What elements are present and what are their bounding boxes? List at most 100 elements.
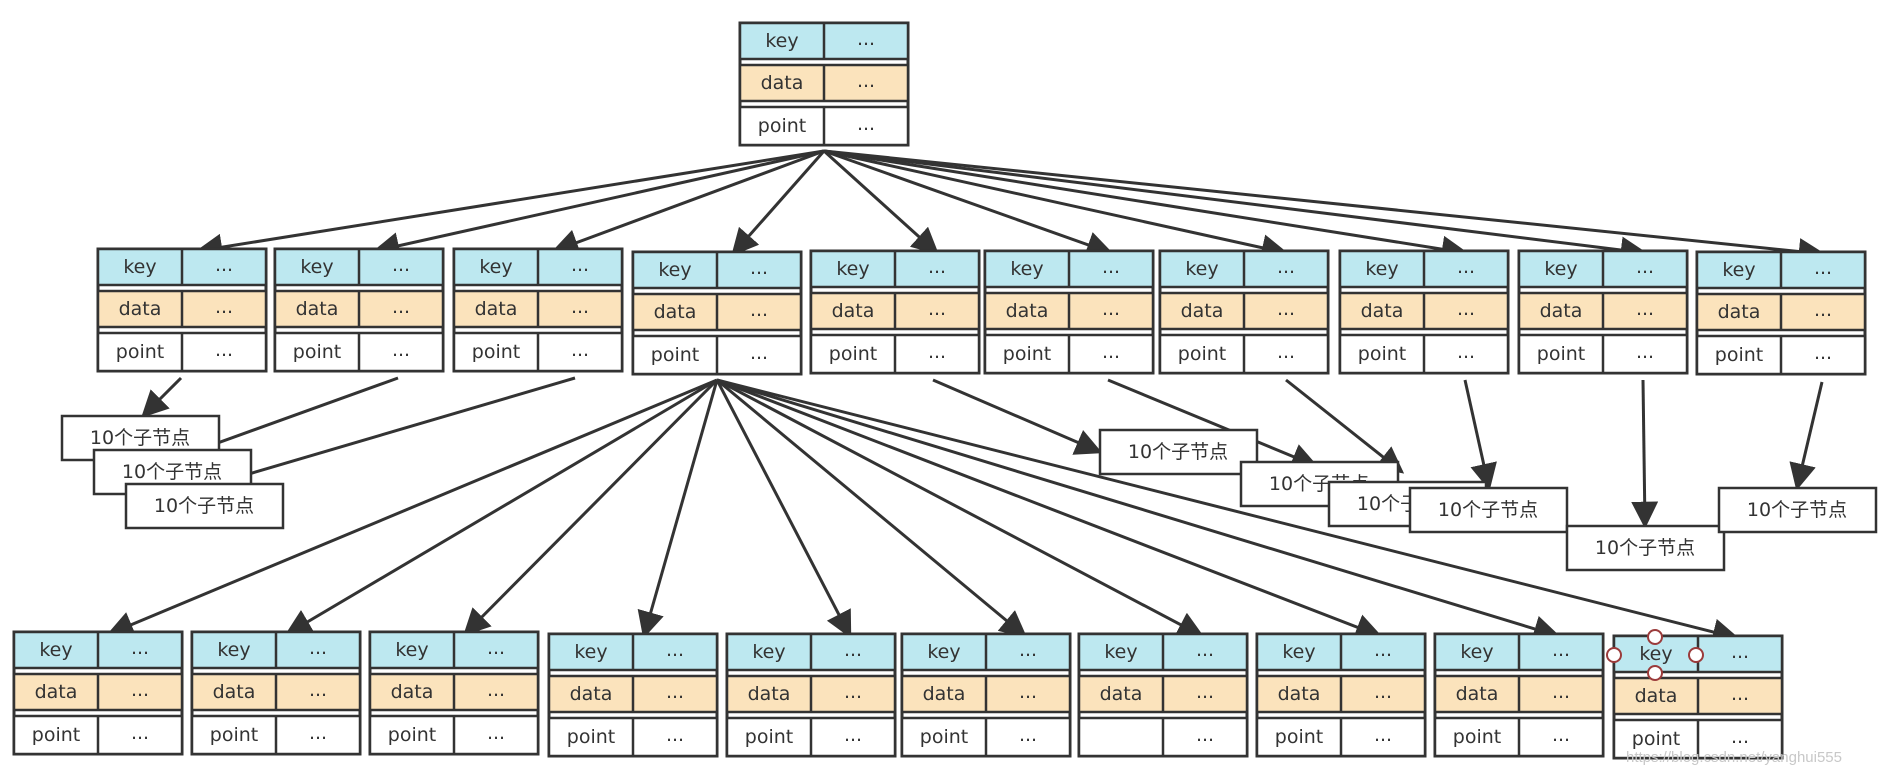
arrow-mid-to-leaf bbox=[106, 378, 718, 638]
point-row-value: ... bbox=[1457, 341, 1475, 363]
key-row-label: key bbox=[479, 256, 512, 278]
data-row-label: data bbox=[475, 298, 518, 320]
point-row-label: point bbox=[1003, 343, 1051, 365]
point-row-value: ... bbox=[309, 722, 327, 744]
leaf-node: key...data...point... bbox=[368, 630, 540, 756]
arrow-root-to-mid bbox=[823, 149, 1648, 264]
leaf-node: key...data...... bbox=[1077, 632, 1249, 758]
resize-handle bbox=[1688, 647, 1704, 663]
point-row-value: ... bbox=[844, 724, 862, 746]
key-row-label: key bbox=[1544, 258, 1577, 280]
children-box-label: 10个子节点 bbox=[90, 427, 190, 449]
data-row-value: ... bbox=[1552, 681, 1570, 703]
key-row-label: key bbox=[1104, 641, 1137, 663]
children-box: 10个子节点 bbox=[1565, 524, 1726, 572]
mid-node: key...data...point... bbox=[809, 249, 981, 375]
point-row-value: ... bbox=[750, 342, 768, 364]
key-row-value: ... bbox=[1374, 639, 1392, 661]
data-row-label: data bbox=[391, 681, 434, 703]
point-row-label: point bbox=[1632, 728, 1680, 750]
point-row-value: ... bbox=[1102, 341, 1120, 363]
point-row-label: point bbox=[829, 343, 877, 365]
data-row-label: data bbox=[1278, 683, 1321, 705]
key-row-value: ... bbox=[1277, 256, 1295, 278]
data-row-value: ... bbox=[1636, 298, 1654, 320]
mid-node: key...data...point... bbox=[1338, 249, 1510, 375]
point-row-value: ... bbox=[487, 722, 505, 744]
key-row-value: ... bbox=[1814, 257, 1832, 279]
key-row-value: ... bbox=[309, 637, 327, 659]
data-row-value: ... bbox=[1102, 298, 1120, 320]
data-row-value: ... bbox=[1731, 683, 1749, 705]
arrow-to-children bbox=[1463, 379, 1497, 491]
key-row-label: key bbox=[765, 30, 798, 52]
key-row-label: key bbox=[1282, 641, 1315, 663]
children-box: 10个子节点 bbox=[60, 414, 221, 462]
data-row-value: ... bbox=[857, 70, 875, 92]
arrow-root-to-mid bbox=[823, 149, 1114, 258]
point-row-label: point bbox=[651, 344, 699, 366]
root-node: key...data...point... bbox=[738, 21, 910, 147]
point-row-label: point bbox=[32, 724, 80, 746]
data-row-value: ... bbox=[1374, 681, 1392, 703]
data-row-label: data bbox=[119, 298, 162, 320]
key-row-value: ... bbox=[571, 254, 589, 276]
arrow-root-to-mid bbox=[823, 149, 1289, 261]
data-row-label: data bbox=[213, 681, 256, 703]
point-row-value: ... bbox=[1019, 724, 1037, 746]
resize-handle bbox=[1647, 665, 1663, 681]
data-row-label: data bbox=[1718, 301, 1761, 323]
point-row-label: point bbox=[1275, 726, 1323, 748]
children-box-frame bbox=[1565, 524, 1726, 572]
data-row-label: data bbox=[1100, 683, 1143, 705]
point-row-label: point bbox=[293, 341, 341, 363]
data-row-value: ... bbox=[1457, 298, 1475, 320]
data-row-value: ... bbox=[1019, 681, 1037, 703]
key-row-value: ... bbox=[1552, 639, 1570, 661]
mid-node: key...data...point... bbox=[273, 247, 445, 373]
data-row-label: data bbox=[1635, 685, 1678, 707]
point-row-value: ... bbox=[1814, 342, 1832, 364]
arrow-to-children bbox=[205, 376, 576, 493]
leaf-node: key...data...point... bbox=[725, 632, 897, 758]
mid-node: key...data...point... bbox=[96, 247, 268, 373]
key-row-label: key bbox=[1722, 259, 1755, 281]
children-box-label: 10个子节点 bbox=[1128, 441, 1228, 463]
leaf-node: key...data...point... bbox=[1433, 632, 1605, 758]
children-box: 10个子节点 bbox=[124, 482, 285, 530]
leaf-node: key...data...point... bbox=[12, 630, 184, 756]
key-row-value: ... bbox=[857, 28, 875, 50]
point-row-value: ... bbox=[1552, 724, 1570, 746]
arrow-mid-to-leaf bbox=[463, 378, 719, 636]
key-row-label: key bbox=[1639, 643, 1672, 665]
data-row-value: ... bbox=[1196, 681, 1214, 703]
arrow-mid-to-leaf bbox=[716, 378, 1205, 638]
data-row-value: ... bbox=[571, 296, 589, 318]
selection-handles bbox=[1606, 629, 1704, 681]
point-row-label: point bbox=[388, 724, 436, 746]
point-row-value: ... bbox=[392, 339, 410, 361]
arrow-root-to-mid bbox=[731, 150, 826, 257]
key-row-value: ... bbox=[844, 639, 862, 661]
point-row-value: ... bbox=[928, 341, 946, 363]
key-row-value: ... bbox=[1731, 641, 1749, 663]
data-row-label: data bbox=[923, 683, 966, 705]
point-row-value: ... bbox=[1731, 726, 1749, 748]
arrow-mid-to-leaf bbox=[715, 379, 852, 639]
arrow-root-to-mid bbox=[823, 149, 1826, 265]
arrow-mid-to-leaf bbox=[716, 378, 1740, 646]
data-row-label: data bbox=[1006, 300, 1049, 322]
point-row-label: point bbox=[1715, 344, 1763, 366]
point-row-label: point bbox=[472, 341, 520, 363]
data-row-value: ... bbox=[392, 296, 410, 318]
point-row-label: point bbox=[116, 341, 164, 363]
arrow-mid-to-leaf bbox=[284, 378, 718, 636]
children-box-frame bbox=[1717, 486, 1878, 534]
data-row-label: data bbox=[1456, 683, 1499, 705]
leaf-node: key...data...point... bbox=[1255, 632, 1427, 758]
data-row-value: ... bbox=[928, 298, 946, 320]
key-row-value: ... bbox=[487, 637, 505, 659]
point-row-label: point bbox=[1178, 343, 1226, 365]
children-box: 10个子节点 bbox=[1408, 486, 1569, 534]
